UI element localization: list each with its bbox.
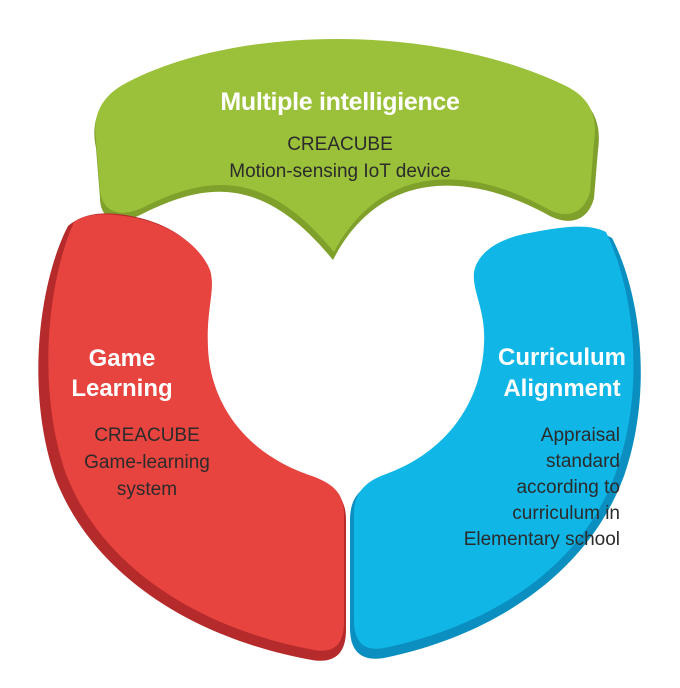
- segment-top-line: CREACUBE: [287, 134, 393, 155]
- segment-right-line: Elementary school: [463, 529, 620, 550]
- segment-right-line: according to: [516, 477, 620, 498]
- segment-left-line: Game-learning: [84, 452, 210, 473]
- segment-top-title: Multiple intelligience: [220, 88, 460, 116]
- segment-top-line: Motion-sensing IoT device: [229, 161, 451, 182]
- segment-left-title-line: Game: [88, 345, 156, 372]
- segment-right-title-line: Alignment: [503, 375, 621, 402]
- segment-right-line: standard: [546, 451, 620, 472]
- segment-right-description: Appraisal standard according to curricul…: [370, 423, 620, 553]
- segment-right-title-line: Curriculum: [497, 344, 626, 371]
- segment-right-line: Appraisal: [540, 425, 620, 446]
- segment-left: [48, 214, 344, 651]
- segment-top: [95, 38, 595, 252]
- segment-right-title: Curriculum Alignment: [472, 342, 652, 404]
- segment-right-line: curriculum in: [512, 503, 620, 524]
- segment-top-description: CREACUBE Motion-sensing IoT device: [150, 131, 530, 185]
- segment-left-title-line: Learning: [71, 375, 173, 402]
- segment-left-line: system: [116, 479, 178, 500]
- segment-left-description: CREACUBE Game-learning system: [62, 422, 232, 503]
- segment-right: [354, 226, 634, 649]
- segment-left-line: CREACUBE: [94, 425, 200, 446]
- segment-left-title: Game Learning: [52, 344, 192, 404]
